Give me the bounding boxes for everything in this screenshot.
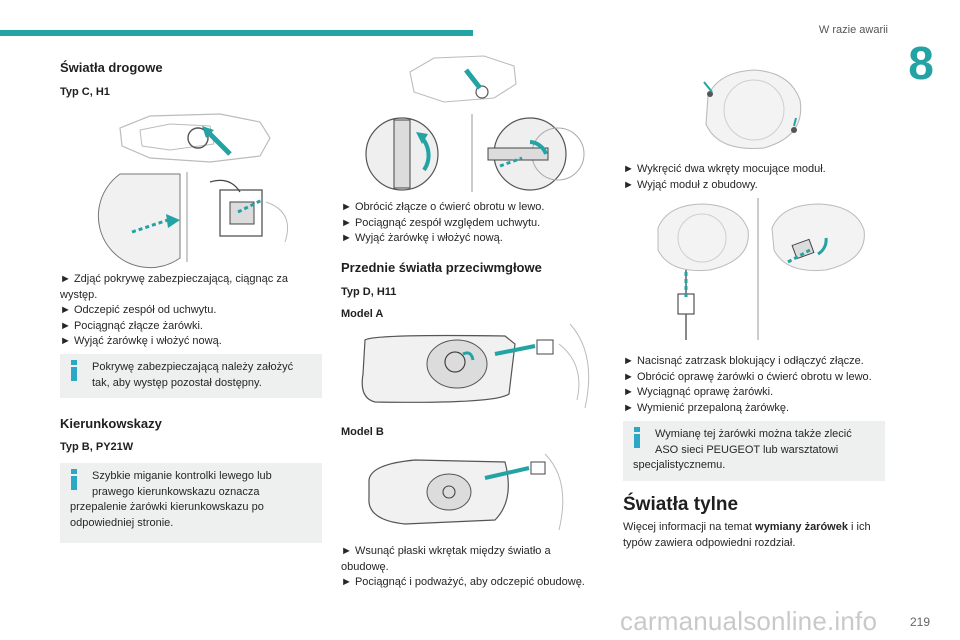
info-icon [68,469,80,491]
section-title: W razie awarii [818,24,888,36]
col2-step2-1b: obudowę. [341,560,389,573]
label-model-b: Model B [341,426,384,438]
fog-lamp-model-b-illustration [368,453,564,531]
info-icon [631,427,643,449]
col2-step2-1: ► Wsunąć płaski wkrętak między światło a [341,545,551,557]
col3-step-1: ► Wykręcić dwa wkręty mocujące moduł. [623,163,826,175]
rear-para-line-1: Więcej informacji na temat wymiany żarów… [623,520,895,536]
col1-step-1b: występ. [60,288,98,301]
col2-step2-2: ► Pociągnąć i podważyć, aby odczepić obu… [341,576,585,588]
fog-module-screws-illustration [703,69,802,150]
fog-bulb-replacement-illustration [657,198,865,340]
info-icon [68,360,80,382]
rear-para-text-a: Więcej informacji na temat [623,521,756,533]
chapter-number: 8 [908,37,934,89]
cover-removal-illustration [97,172,289,269]
heading-rear-lamps: Światła tylne [623,494,739,515]
heading-high-beam: Światła drogowe [60,60,163,75]
note-aso-line-2: ASO sieci PEUGEOT lub warsztatowi [655,443,839,456]
note-indicators-line-4: odpowiedniej stronie. [70,516,174,529]
col2-step-2: ► Pociągnąć zespół względem uchwytu. [341,216,541,229]
fog-lamp-model-a-illustration [361,323,590,409]
subheading-type-b: Typ B, PY21W [60,441,134,453]
note-indicators-line-2: prawego kierunkowskazu oznacza [92,485,260,498]
headlamp-illustration [119,113,271,163]
note-indicators: Szybkie miganie kontrolki lewego lub pra… [60,463,322,543]
note-cover: Pokrywę zabezpieczającą należy założyć t… [60,354,322,398]
col3-step-2: ► Wyjąć moduł z obudowy. [623,178,758,191]
note-aso-line-3: specjalistycznemu. [633,459,726,471]
rear-para-text-b: i ich [847,521,871,533]
watermark: carmanualsonline.info [620,606,878,636]
note-indicators-line-3: przepalenie żarówki kierunkowskazu po [70,501,264,513]
col1-step-3: ► Pociągnąć złącze żarówki. [60,319,203,332]
col3-step2-3: ► Wyciągnąć oprawę żarówki. [623,386,774,398]
col3-steps: ► Wykręcić dwa wkręty mocujące moduł. ► … [623,162,893,193]
connector-rotate-illustration [365,114,585,192]
note-cover-line-1: Pokrywę zabezpieczającą należy założyć [92,361,294,373]
col1-step-1: ► Zdjąć pokrywę zabezpieczającą, ciągnąc… [60,273,288,285]
col1-step-2: ► Odczepić zespół od uchwytu. [60,304,217,316]
col3-rear-para: Więcej informacji na temat wymiany żarów… [623,520,895,551]
rear-para-bold: wymiany żarówek [755,521,848,533]
col3-step2-4: ► Wymienić przepaloną żarówkę. [623,401,790,414]
heading-indicators: Kierunkowskazy [60,416,162,431]
header-accent-bar [0,30,473,36]
col2-step-3: ► Wyjąć żarówkę i włożyć nową. [341,232,503,244]
col1-steps: ► Zdjąć pokrywę zabezpieczającą, ciągnąc… [60,272,320,350]
col2-step-1: ► Obrócić złącze o ćwierć obrotu w lewo. [341,201,545,213]
heading-fog-lamps: Przednie światła przeciwmgłowe [341,260,542,275]
subheading-type-d: Typ D, H11 [341,286,397,298]
rear-para-line-2: typów zawiera odpowiedni rozdział. [623,536,796,549]
note-aso-line-1: Wymianę tej żarówki można także zlecić [655,428,852,440]
col3-steps2: ► Nacisnąć zatrzask blokujący i odłączyć… [623,354,895,416]
note-cover-line-2: tak, aby występ pozostał dostępny. [92,376,262,389]
col2-steps: ► Obrócić złącze o ćwierć obrotu w lewo.… [341,200,603,247]
note-indicators-line-1: Szybkie miganie kontrolki lewego lub [92,470,272,482]
note-aso: Wymianę tej żarówki można także zlecić A… [623,421,885,481]
col1-step-4: ► Wyjąć żarówkę i włożyć nową. [60,335,222,347]
label-model-a: Model A [341,308,384,320]
subheading-type-c: Typ C, H1 [60,86,110,98]
col3-step2-1: ► Nacisnąć zatrzask blokujący i odłączyć… [623,355,864,367]
col2-steps2: ► Wsunąć płaski wkrętak między światło a… [341,544,603,591]
headlamp-rear-illustration [409,55,517,103]
col3-step2-2: ► Obrócić oprawę żarówki o ćwierć obrotu… [623,370,872,383]
page-number: 219 [910,615,931,629]
